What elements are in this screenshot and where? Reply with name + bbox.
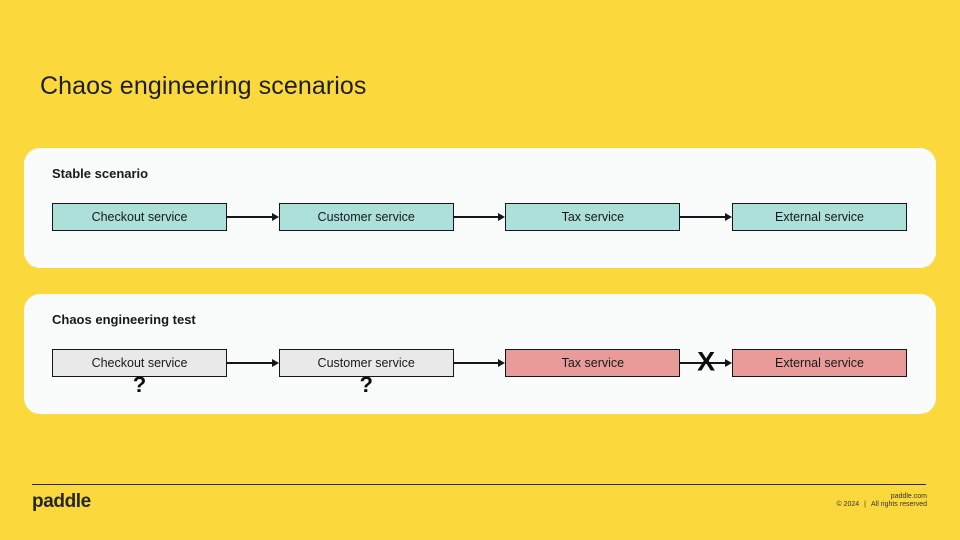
tax-service-box: Tax service: [505, 203, 681, 231]
arrow-head-icon: [271, 213, 279, 221]
node-checkout-service: Checkout service: [52, 203, 227, 231]
node-customer-service: Customer service: [278, 203, 454, 231]
arrow-head-icon: [271, 359, 279, 367]
flow-arrow-icon: [453, 203, 506, 231]
stable-scenario-panel: Stable scenario Checkout service Custome…: [24, 148, 936, 268]
node-tax-service: Tax service: [505, 349, 681, 377]
arrow-head-icon: [498, 213, 506, 221]
flow-arrow-icon: [453, 349, 506, 377]
footer-rights: All rights reserved: [870, 501, 927, 508]
customer-service-box: Customer service: [278, 349, 454, 377]
tax-service-box: Tax service: [505, 349, 681, 377]
broken-flow-arrow-icon: X: [680, 346, 733, 377]
chaos-test-panel: Chaos engineering test Checkout service …: [24, 294, 936, 414]
flow-arrow-icon: [227, 349, 279, 377]
broken-link-x-marker: X: [697, 346, 716, 377]
arrow-line: [680, 362, 727, 364]
question-marker: ?: [359, 372, 373, 397]
node-external-service: External service: [732, 203, 908, 231]
stable-scenario-label: Stable scenario: [52, 166, 149, 181]
flow-arrow-icon: [680, 203, 733, 231]
chaos-service-flow: Checkout service ? Customer service ? Ta…: [52, 346, 908, 396]
external-service-box: External service: [732, 349, 908, 377]
external-service-box: External service: [732, 203, 908, 231]
node-customer-service: Customer service ?: [278, 349, 454, 396]
footer-divider: [32, 484, 926, 485]
flow-arrow-icon: [227, 203, 279, 231]
arrow-line: [680, 216, 727, 218]
node-checkout-service: Checkout service ?: [52, 349, 227, 396]
footer-separator: |: [864, 501, 866, 508]
page-title: Chaos engineering scenarios: [40, 72, 367, 100]
arrow-head-icon: [498, 359, 506, 367]
footer-legal: paddle.com © 2024 | All rights reserved: [836, 493, 927, 509]
stable-service-flow: Checkout service Customer service Tax se…: [52, 203, 908, 231]
footer-copyright-line: © 2024 | All rights reserved: [836, 501, 927, 509]
node-tax-service: Tax service: [505, 203, 681, 231]
arrow-line: [227, 362, 273, 364]
node-external-service: External service: [732, 349, 908, 377]
arrow-line: [227, 216, 273, 218]
paddle-logo: paddle: [32, 491, 91, 512]
checkout-service-box: Checkout service: [52, 203, 227, 231]
question-marker: ?: [132, 372, 147, 397]
arrow-head-icon: [725, 359, 733, 367]
footer-website: paddle.com: [890, 493, 927, 500]
arrow-line: [453, 362, 500, 364]
footer-copyright: © 2024: [836, 501, 860, 508]
customer-service-box: Customer service: [278, 203, 454, 231]
checkout-service-box: Checkout service: [52, 349, 227, 377]
arrow-head-icon: [725, 213, 733, 221]
chaos-test-label: Chaos engineering test: [52, 312, 196, 327]
arrow-line: [453, 216, 500, 218]
